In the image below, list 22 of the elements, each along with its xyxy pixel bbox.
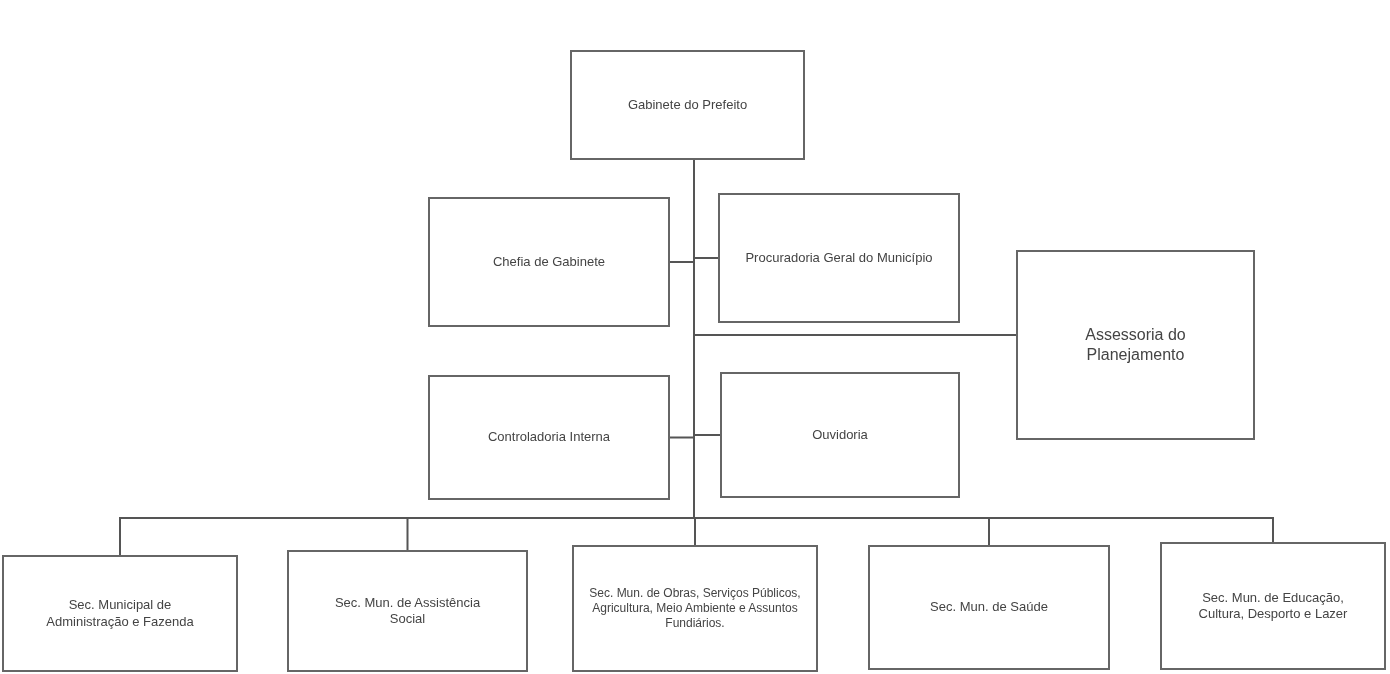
- org-box: [718, 193, 960, 323]
- org-box: [868, 545, 1110, 670]
- org-box: [572, 545, 818, 672]
- org-box: [1016, 250, 1255, 440]
- box-label: Chefia de Gabinete: [493, 253, 605, 271]
- box-label: Gabinete do Prefeito: [627, 96, 748, 114]
- org-box: [720, 372, 960, 498]
- org-box: [428, 375, 670, 500]
- box-label: Controladoria Interna: [487, 429, 611, 446]
- box-label: Sec. Mun. de Saúde: [930, 599, 1048, 616]
- box-label: Sec. Municipal de Administração e Fazenda: [45, 597, 195, 630]
- box-label: Ouvidoria: [812, 426, 868, 444]
- box-label: Sec. Mun. de Obras, Serviços Públicos, Agricultura, Meio Ambiente e Assuntos Fundiários.: [588, 586, 802, 631]
- org-box: [2, 555, 238, 672]
- org-box: [428, 197, 670, 327]
- box-label: Assessoria do Planejamento: [1084, 325, 1187, 365]
- box-label: Procuradoria Geral do Município: [745, 249, 933, 267]
- org-box: [287, 550, 528, 672]
- box-label: Sec. Mun. de Assistência Social: [333, 594, 482, 628]
- org-box: [570, 50, 805, 160]
- box-label: Sec. Mun. de Educação, Cultura, Desporto e Lazer: [1197, 589, 1349, 623]
- org-box: [1160, 542, 1386, 670]
